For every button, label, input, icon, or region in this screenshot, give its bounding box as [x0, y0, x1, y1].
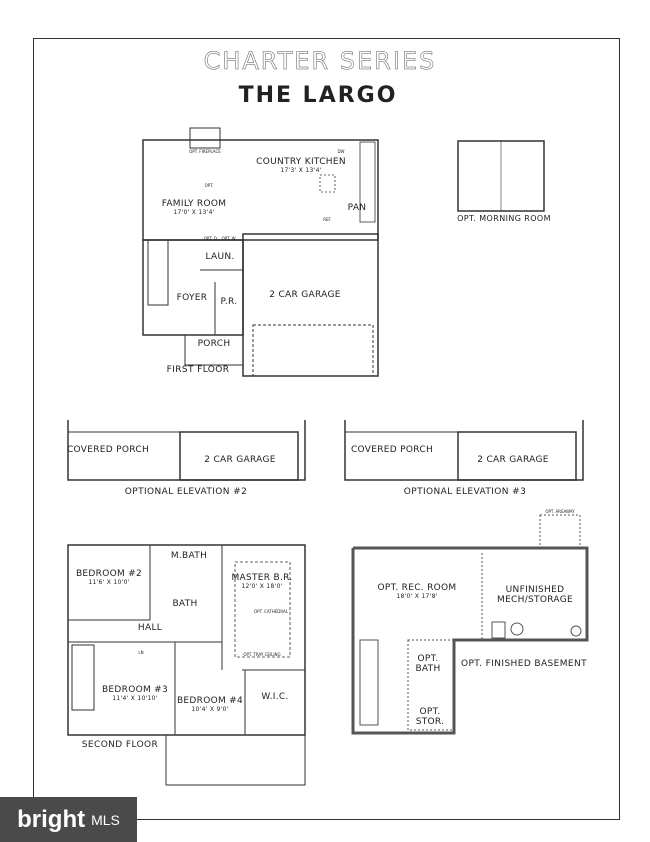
morning-room-caption: OPT. MORNING ROOM — [457, 214, 551, 223]
note: OPT. — [204, 183, 214, 188]
room-label: LAUN. — [205, 252, 235, 262]
model-title: THE LARGO — [238, 83, 398, 108]
watermark-brand: bright — [17, 805, 86, 833]
note: OPT. CATHEDRAL — [254, 609, 288, 614]
room-label: UNFINISHED MECH/STORAGE — [497, 585, 573, 605]
note: OPT. W. — [221, 236, 237, 241]
room-label: 2 CAR GARAGE — [204, 455, 276, 465]
note: LN — [138, 650, 144, 655]
bright-mls-watermark: bright MLS — [0, 797, 137, 842]
series-title: CHARTER SERIES — [203, 47, 437, 75]
sheet-border — [33, 38, 620, 820]
room-label: PAN — [347, 203, 367, 213]
first-floor-plan — [142, 127, 379, 377]
room-label: 2 CAR GARAGE — [477, 455, 549, 465]
room-label: HALL — [137, 623, 163, 633]
second-floor-plan — [67, 544, 306, 786]
room-label: P.R. — [220, 297, 238, 307]
watermark-suffix: MLS — [91, 811, 120, 828]
room-label: 2 CAR GARAGE — [269, 290, 341, 300]
second-floor-caption: SECOND FLOOR — [81, 740, 159, 750]
elevation-2-plan — [67, 420, 306, 481]
room-label: M.BATH — [170, 551, 208, 561]
note: OPT. AREAWAY — [545, 509, 575, 514]
room-label: W.I.C. — [261, 692, 289, 702]
basement-caption: OPT. FINISHED BASEMENT — [460, 659, 588, 669]
elevation-3-plan — [344, 420, 584, 481]
note: OPT. FIREPLACE — [189, 149, 221, 154]
basement-plan — [351, 514, 589, 735]
room-label: OPT. BATH — [415, 654, 441, 674]
room-label: FOYER — [176, 293, 208, 303]
morning-room-plan — [457, 140, 545, 212]
room-label: COVERED PORCH — [66, 445, 150, 455]
room-label: PORCH — [197, 339, 231, 349]
room-label: OPT. STOR. — [415, 707, 445, 727]
room-label: BATH — [172, 599, 198, 609]
room-label: COVERED PORCH — [350, 445, 434, 455]
note: OPT. D. — [203, 236, 219, 241]
note: OPT. TRAY CEILING — [243, 652, 281, 657]
note: REF — [323, 217, 331, 222]
room-label: MASTER B.R.12'0' X 18'0' — [231, 573, 293, 590]
elevation-3-caption: OPTIONAL ELEVATION #3 — [403, 487, 527, 497]
first-floor-caption: FIRST FLOOR — [166, 365, 230, 375]
note: DW — [337, 149, 345, 154]
elevation-2-caption: OPTIONAL ELEVATION #2 — [124, 487, 248, 497]
